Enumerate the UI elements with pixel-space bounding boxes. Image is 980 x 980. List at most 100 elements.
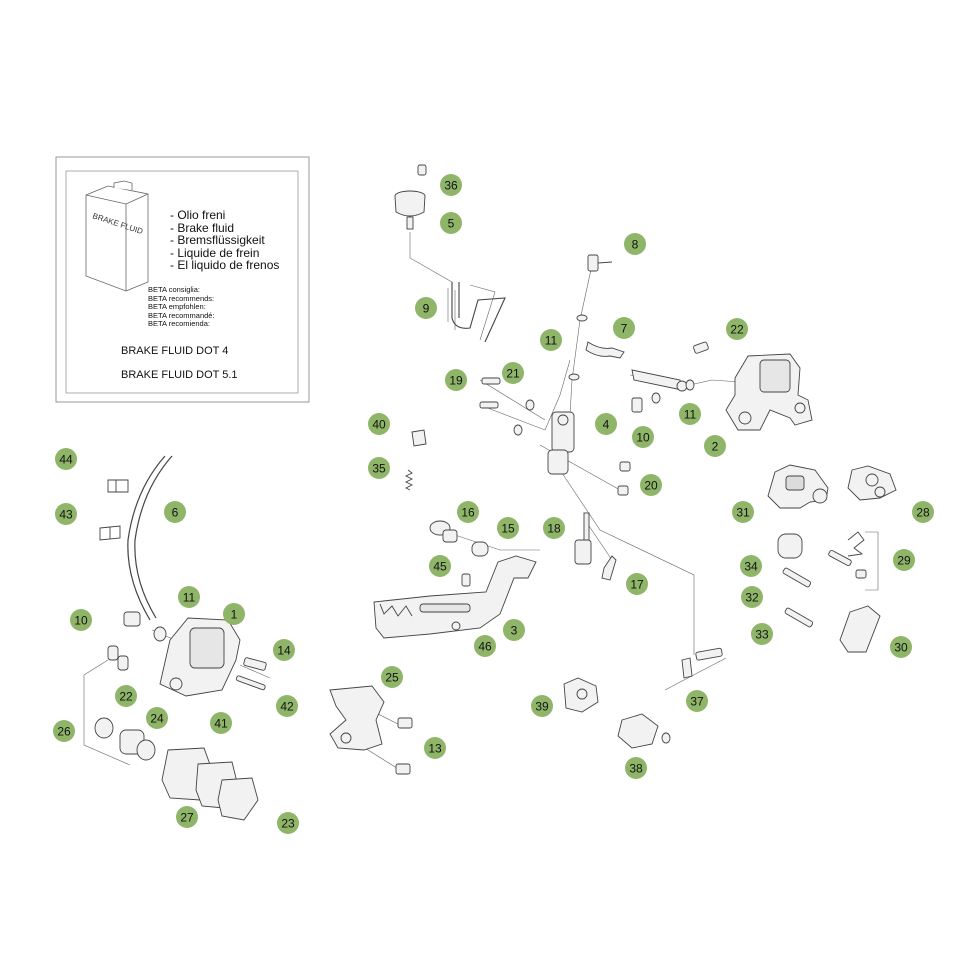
part-front-brake-pads (161, 747, 259, 821)
svg-text:14: 14 (277, 644, 291, 658)
lang-italian: - Olio freni (170, 208, 226, 222)
rec-spanish: BETA recomienda: (148, 319, 210, 329)
callout-22-upper[interactable]: 22 (726, 318, 748, 340)
part-bleeder-upper (693, 341, 709, 354)
svg-text:38: 38 (629, 762, 643, 776)
svg-text:35: 35 (372, 462, 386, 476)
callout-1[interactable]: 1 (223, 603, 245, 625)
svg-text:15: 15 (501, 522, 515, 536)
callout-14[interactable]: 14 (273, 639, 295, 661)
part-rear-master-cylinder (547, 411, 575, 475)
part-pad-spring (847, 531, 865, 557)
callout-11-upper[interactable]: 11 (540, 329, 562, 351)
callout-6[interactable]: 6 (164, 501, 186, 523)
part-washer-upper (568, 314, 588, 381)
svg-text:4: 4 (603, 418, 610, 432)
callout-26[interactable]: 26 (53, 720, 75, 742)
callout-22-front[interactable]: 22 (115, 685, 137, 707)
part-return-spring (404, 469, 414, 491)
callout-46[interactable]: 46 (474, 635, 496, 657)
callout-17[interactable]: 17 (626, 573, 648, 595)
svg-text:31: 31 (736, 506, 750, 520)
callout-19[interactable]: 19 (445, 369, 467, 391)
callout-20[interactable]: 20 (640, 474, 662, 496)
part-front-brake-hose (127, 455, 173, 621)
callout-11-front[interactable]: 11 (178, 586, 200, 608)
part-banjo-bolt-caliper (631, 397, 643, 413)
callout-18[interactable]: 18 (543, 517, 565, 539)
svg-text:20: 20 (644, 479, 658, 493)
part-pad-kit-39 (563, 677, 599, 713)
callout-11-right[interactable]: 11 (679, 403, 701, 425)
part-pedal-washer (451, 621, 461, 631)
part-reservoir-screw (417, 164, 427, 176)
callout-28[interactable]: 28 (912, 501, 934, 523)
part-front-pins (235, 657, 267, 691)
svg-text:16: 16 (461, 506, 475, 520)
callout-8[interactable]: 8 (624, 233, 646, 255)
part-brake-pads-rear (847, 465, 897, 501)
callout-32[interactable]: 32 (741, 586, 763, 608)
callout-33[interactable]: 33 (751, 623, 773, 645)
callout-16[interactable]: 16 (457, 501, 479, 523)
part-bracket-bolts (395, 717, 413, 775)
callout-40[interactable]: 40 (368, 413, 390, 435)
legend-languages: - Olio freni - Brake fluid - Bremsflüssi… (170, 209, 279, 272)
callout-29[interactable]: 29 (893, 549, 915, 571)
part-brake-switch (681, 647, 723, 679)
brake-fluid-bottle (85, 180, 149, 292)
callout-15[interactable]: 15 (497, 517, 519, 539)
svg-text:24: 24 (150, 712, 164, 726)
part-bushing (471, 541, 489, 557)
callout-39[interactable]: 39 (531, 695, 553, 717)
part-banjo-bolt-top (587, 254, 613, 272)
callout-10-upper[interactable]: 10 (632, 426, 654, 448)
part-clevis-clip (601, 555, 617, 581)
legend-panel: BRAKE FLUID (55, 156, 310, 403)
part-pedal-screw (461, 573, 471, 587)
callout-4[interactable]: 4 (595, 413, 617, 435)
callout-38[interactable]: 38 (625, 757, 647, 779)
callout-9[interactable]: 9 (415, 297, 437, 319)
callout-7[interactable]: 7 (613, 317, 635, 339)
callout-23[interactable]: 23 (277, 812, 299, 834)
part-caliper-bracket (329, 685, 385, 751)
callout-34[interactable]: 34 (740, 555, 762, 577)
callout-3[interactable]: 3 (503, 619, 525, 641)
callout-42[interactable]: 42 (276, 695, 298, 717)
callout-5[interactable]: 5 (440, 212, 462, 234)
svg-text:9: 9 (423, 302, 430, 316)
callout-25[interactable]: 25 (381, 666, 403, 688)
callout-30[interactable]: 30 (890, 636, 912, 658)
part-pushrod (574, 512, 592, 565)
callout-2[interactable]: 2 (704, 435, 726, 457)
part-piston (94, 717, 156, 761)
rec-german: BETA empfohlen: (148, 302, 206, 312)
callout-44[interactable]: 44 (55, 448, 77, 470)
part-front-banjo-bolt (123, 611, 167, 642)
callout-45[interactable]: 45 (429, 555, 451, 577)
callout-37[interactable]: 37 (686, 690, 708, 712)
lang-spanish: - El liquido de frenos (170, 258, 280, 272)
svg-text:28: 28 (916, 506, 930, 520)
callout-36[interactable]: 36 (440, 174, 462, 196)
callout-27[interactable]: 27 (176, 806, 198, 828)
svg-text:37: 37 (690, 695, 704, 709)
callout-43[interactable]: 43 (55, 503, 77, 525)
svg-text:3: 3 (511, 624, 518, 638)
svg-text:2: 2 (712, 440, 719, 454)
callout-41[interactable]: 41 (210, 712, 232, 734)
callout-21[interactable]: 21 (502, 362, 524, 384)
part-front-caliper (159, 617, 241, 697)
callout-31[interactable]: 31 (732, 501, 754, 523)
callout-10-front[interactable]: 10 (70, 609, 92, 631)
part-caliper-guard (767, 464, 829, 509)
svg-text:44: 44 (59, 453, 73, 467)
fluid-dot51: BRAKE FLUID DOT 5.1 (121, 369, 238, 381)
callout-13[interactable]: 13 (424, 737, 446, 759)
callout-35[interactable]: 35 (368, 457, 390, 479)
svg-text:21: 21 (506, 367, 520, 381)
fluid-dot4: BRAKE FLUID DOT 4 (121, 345, 229, 357)
callout-24[interactable]: 24 (146, 707, 168, 729)
